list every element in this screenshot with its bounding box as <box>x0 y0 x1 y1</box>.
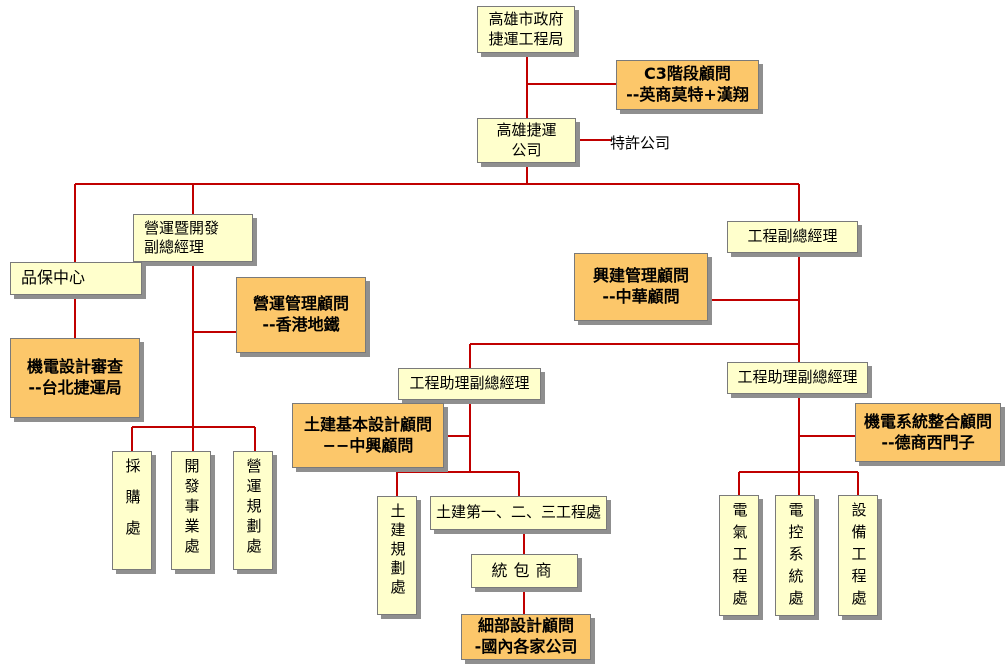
ops-mgmt-consultant-node: 營運管理顧問--香港地鐵 <box>236 277 366 353</box>
construction-mgmt-consultant-node: 興建管理顧問--中華顧問 <box>574 253 708 321</box>
electronic-control-office-node: 電控系統處 <box>775 495 815 616</box>
krtc-node: 高雄捷運公司 <box>477 118 576 163</box>
engineering-vp-node: 工程副總經理 <box>727 221 858 253</box>
civil-asst-vp-node: 工程助理副總經理 <box>398 368 541 400</box>
civil-planning-office-node: 土建規劃處 <box>377 496 417 615</box>
electrical-office-node: 電氣工程處 <box>719 495 759 616</box>
concession-company-label: 特許公司 <box>610 134 671 152</box>
civil-basic-design-consultant-node: 土建基本設計顧問−−中興顧問 <box>292 403 444 468</box>
kaohsiung-mrt-bureau-node: 高雄市政府捷運工程局 <box>477 6 575 53</box>
em-integration-consultant-node: 機電系統整合顧問--德商西門子 <box>855 403 1001 462</box>
civil-engineering-offices-node: 土建第一、二、三工程處 <box>430 496 607 530</box>
equipment-office-node: 設備工程處 <box>838 495 878 616</box>
development-office-node: 開發事業處 <box>171 451 211 570</box>
procurement-office-node: 採購處 <box>112 451 152 570</box>
em-asst-vp-node: 工程助理副總經理 <box>727 362 868 394</box>
c3-consultant-node: C3階段顧問--英商莫特+漢翔 <box>616 60 759 110</box>
ops-planning-office-node: 營運規劃處 <box>233 451 273 570</box>
turnkey-contractor-node: 統包商 <box>471 554 578 588</box>
detail-design-consultant-node: 細部設計顧問-國內各家公司 <box>461 614 591 660</box>
qa-center-node: 品保中心 <box>10 262 142 295</box>
ops-dev-vp-node: 營運暨開發副總經理 <box>133 214 253 262</box>
em-design-review-node: 機電設計審查--台北捷運局 <box>10 338 140 418</box>
